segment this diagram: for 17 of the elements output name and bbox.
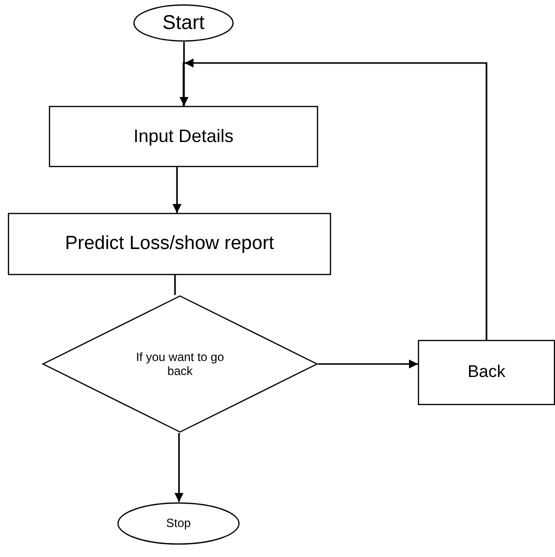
decision-diamond (42, 295, 318, 433)
arrow (318, 360, 418, 368)
arrow (174, 433, 184, 502)
process-box (8, 213, 331, 275)
stop-terminal (117, 502, 240, 545)
node-label: Stop (166, 516, 191, 531)
arrow (180, 42, 188, 106)
node-label: Input Details (133, 126, 234, 148)
process-box (418, 340, 555, 405)
process-box (49, 106, 318, 167)
arrow (172, 167, 182, 213)
node-label: Back (468, 362, 506, 383)
node-label: If you want to go back (134, 350, 226, 378)
node-label: Predict Loss/show report (64, 232, 274, 256)
arrow (182, 58, 488, 340)
start-terminal (133, 4, 234, 42)
node-label: Start (162, 11, 205, 35)
